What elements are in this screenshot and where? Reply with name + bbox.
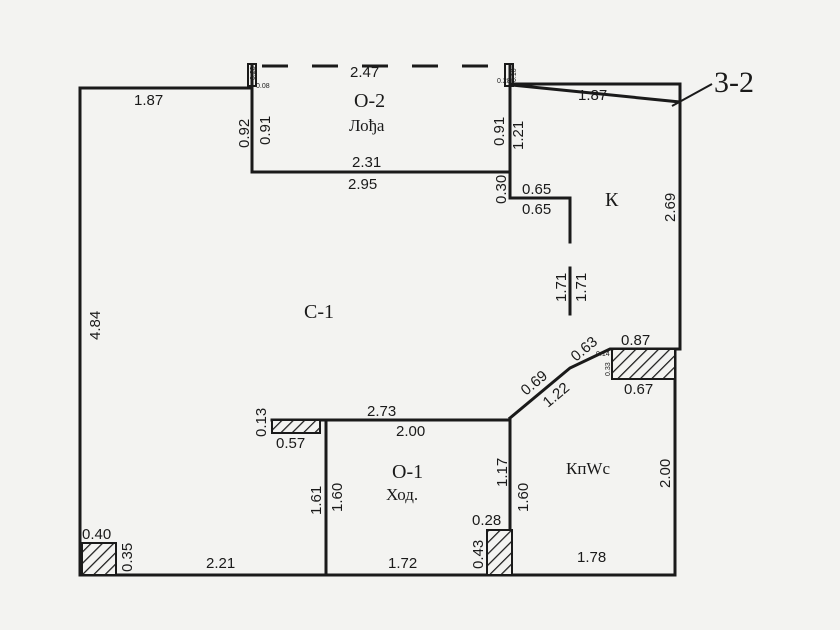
dim-ledge-height: 0.13 <box>253 408 270 437</box>
dim-column-side: 0.43 <box>470 540 487 569</box>
dim-loggia-top: 2.47 <box>350 64 379 81</box>
column-hatch <box>486 529 513 576</box>
dim-partition-right: 1.71 <box>573 273 590 302</box>
dim-step-top: 0.65 <box>522 181 551 198</box>
outer-wall <box>78 83 682 577</box>
hall-walls <box>270 418 512 577</box>
room-k-label: К <box>605 189 619 211</box>
room-o2-code: О-2 <box>354 90 385 112</box>
shaft-hatch <box>611 348 676 380</box>
dim-hall-right-b: 1.60 <box>515 483 532 512</box>
dim-loggia-corner-left: 0.28 <box>250 66 257 80</box>
dim-loggia-left-inner: 0.91 <box>257 116 274 145</box>
dim-hall-right-a: 1.17 <box>494 458 511 487</box>
dim-shaft-small-b: 0.33 <box>605 362 612 376</box>
dim-hall-left-inner: 1.60 <box>329 483 346 512</box>
dim-loggia-corner-right: 0.28 <box>497 78 511 85</box>
dim-step-bottom: 0.65 <box>522 201 551 218</box>
loggia-post-right <box>504 63 514 87</box>
dim-bottom-mid: 1.72 <box>388 555 417 572</box>
ledge-hatch <box>271 419 321 434</box>
dim-diag-upper-b: 0.87 <box>621 332 650 349</box>
loggia-post-left <box>247 63 257 87</box>
dim-hall-left-outer: 1.61 <box>308 486 325 515</box>
dim-shaft-bottom: 0.67 <box>624 381 653 398</box>
room-o1-name: Ход. <box>386 485 418 504</box>
dim-loggia-bottom-outer: 2.95 <box>348 176 377 193</box>
dim-loggia-corner-right-b: 0.10 <box>511 68 518 82</box>
dim-bottom-right: 1.78 <box>577 549 606 566</box>
dim-loggia-right-outer: 1.21 <box>510 121 527 150</box>
dim-top-right-wall: 1.87 <box>578 87 607 104</box>
dim-top-left-wall: 1.87 <box>134 92 163 109</box>
kitchen-step-wall <box>508 170 572 244</box>
dim-ledge-width: 0.57 <box>276 435 305 452</box>
dim-shaft-small-a: 0.14 <box>596 351 610 358</box>
corner-hatch <box>81 542 117 576</box>
dim-corner-top: 0.40 <box>82 526 111 543</box>
dim-partition-left: 1.71 <box>553 273 570 302</box>
dim-corner-side: 0.35 <box>119 543 136 572</box>
room-c1-label: С-1 <box>304 301 334 323</box>
loggia-walls <box>250 64 512 174</box>
unit-label-leader <box>671 83 713 107</box>
room-o2-name: Лођа <box>349 116 385 135</box>
dim-loggia-bottom-inner: 2.31 <box>352 154 381 171</box>
unit-label: 3-2 <box>714 66 754 99</box>
dim-column-top: 0.28 <box>472 512 501 529</box>
dim-loggia-left-outer: 0.92 <box>236 119 253 148</box>
room-o1-code: О-1 <box>392 461 423 483</box>
room-kpwc-label: КпWc <box>566 459 610 478</box>
dim-left-wall: 4.84 <box>87 311 104 340</box>
dim-step-vertical: 0.30 <box>493 175 510 204</box>
dim-loggia-corner-left-b: 0.08 <box>256 83 270 90</box>
dim-loggia-right-inner: 0.91 <box>491 117 508 146</box>
dim-hall-top-outer: 2.73 <box>367 403 396 420</box>
top-right-wall <box>510 82 682 104</box>
dim-hall-top-inner: 2.00 <box>396 423 425 440</box>
dim-kitchen-right: 2.69 <box>662 193 679 222</box>
dim-bottom-left: 2.21 <box>206 555 235 572</box>
dim-bath-right: 2.00 <box>657 459 674 488</box>
